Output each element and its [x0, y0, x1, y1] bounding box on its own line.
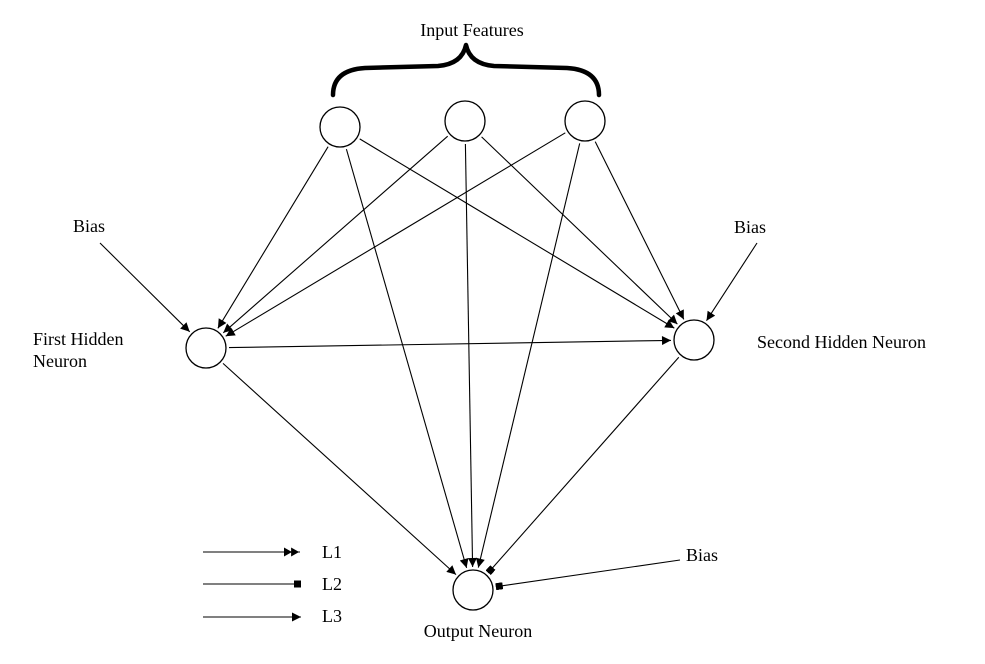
edge-input-2-to-output	[464, 143, 477, 568]
edge-input-1-to-first-hidden	[217, 146, 329, 329]
first-hidden-label-line1: First Hidden	[33, 329, 124, 349]
legend-label-l2: L2	[322, 574, 342, 594]
edge-input-3-to-output	[476, 143, 581, 568]
edge-input-2-to-second-hidden	[481, 136, 678, 325]
second-hidden-label: Second Hidden Neuron	[757, 332, 926, 352]
edge-input-1-to-output	[345, 148, 469, 569]
input-neuron-1	[319, 106, 361, 148]
edge-input-3-to-first-hidden	[225, 132, 566, 337]
nodes-group	[185, 100, 715, 611]
legend: L1 L2 L3	[203, 542, 342, 626]
input-features-label: Input Features	[420, 20, 523, 40]
edge-first-hidden-to-second-hidden	[228, 336, 672, 349]
input-neuron-3	[564, 100, 606, 142]
legend-label-l1: L1	[322, 542, 342, 562]
edge-bias-right-to-second-hidden	[706, 242, 758, 321]
edge-first-hidden-to-output	[222, 362, 457, 576]
edge-bias-output-to-output	[495, 559, 681, 591]
output-neuron	[452, 569, 494, 611]
input-features-brace	[330, 42, 602, 98]
edges-group	[99, 132, 758, 591]
edge-input-2-to-first-hidden	[222, 135, 449, 334]
legend-label-l3: L3	[322, 606, 342, 626]
edge-second-hidden-to-output	[485, 356, 680, 576]
bias-label-left: Bias	[73, 216, 105, 236]
bias-label-output: Bias	[686, 545, 718, 565]
edge-bias-left-to-first-hidden	[99, 242, 191, 333]
edge-input-1-to-second-hidden	[359, 138, 675, 329]
first-hidden-label-line2: Neuron	[33, 351, 87, 371]
bias-label-right: Bias	[734, 217, 766, 237]
first-hidden-neuron	[185, 327, 227, 369]
output-neuron-label: Output Neuron	[424, 621, 532, 641]
input-neuron-2	[444, 100, 486, 142]
second-hidden-neuron	[673, 319, 715, 361]
edge-input-3-to-second-hidden	[594, 141, 685, 320]
